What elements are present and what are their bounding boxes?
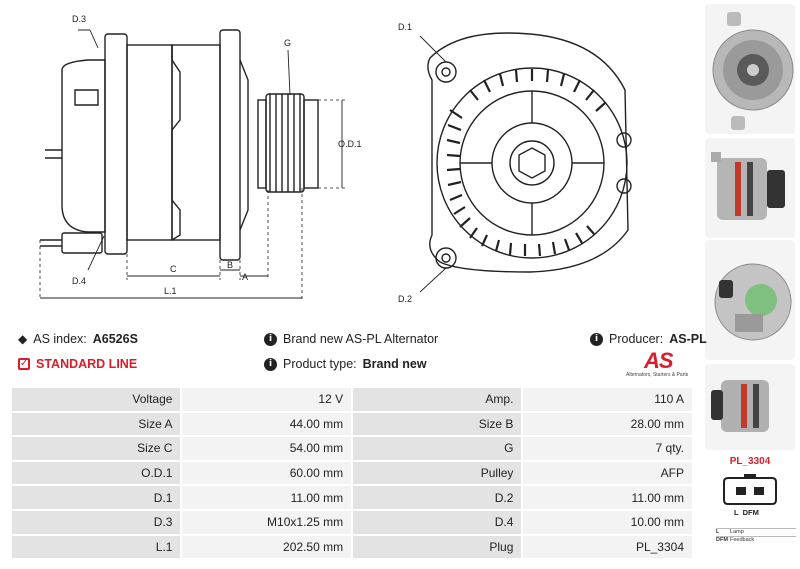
logo-mark: AS [644,348,674,373]
table-row: O.D.1 60.00 mm Pulley AFP [12,461,692,485]
label-d2: D.2 [398,294,412,304]
spec-value: PL_3304 [523,535,692,559]
product-type-label: Product type: [283,357,357,371]
spec-value: 11.00 mm [523,486,692,509]
spec-label: D.3 [12,510,181,534]
spec-value: 28.00 mm [523,412,692,436]
spec-label: G [353,437,522,460]
table-row: Size C 54.00 mm G 7 qty. [12,437,692,460]
spec-label: D.1 [12,486,181,509]
product-type: i Product type: Brand new [264,357,427,371]
label-c: C [170,264,177,274]
as-index: ◆ AS index: A6526S [18,332,138,346]
legend-desc: Feedback [730,537,755,543]
logo-tagline: Alternators, Starters & Parts [626,372,689,378]
spec-label: Pulley [353,461,522,485]
spec-label: O.D.1 [12,461,181,485]
as-index-value: A6526S [92,332,138,346]
product-type-value: Brand new [362,357,427,371]
plug-code: PL_3304 [729,456,771,467]
brand-new-text: Brand new AS-PL Alternator [283,332,439,346]
table-row: D.3 M10x1.25 mm D.4 10.00 mm [12,510,692,534]
thumbnail-rear-view[interactable] [705,240,795,360]
table-row: D.1 11.00 mm D.2 11.00 mm [12,486,692,509]
producer-label: Producer: [609,332,664,346]
spec-value: AFP [523,461,692,485]
brand-new-info: i Brand new AS-PL Alternator [264,332,438,346]
spec-value: 7 qty. [523,437,692,460]
thumbnail-front-view[interactable] [705,4,795,134]
info-icon: i [264,357,277,371]
checkbox-icon: ✓ [18,358,30,370]
spec-value: 110 A [523,388,692,411]
producer: i Producer: AS-PL [590,332,707,346]
info-icon: i [590,332,603,346]
legend-row: L Lamp [716,528,796,536]
label-a: A [242,272,248,282]
producer-value: AS-PL [669,332,707,346]
spec-label: D.2 [353,486,522,509]
label-d1: D.1 [398,22,412,32]
spec-label: Size B [353,412,522,436]
label-d3: D.3 [72,14,86,24]
specification-table: Voltage 12 V Amp. 110 A Size A 44.00 mm … [10,386,694,560]
table-row: Voltage 12 V Amp. 110 A [12,388,692,411]
table-row: Size A 44.00 mm Size B 28.00 mm [12,412,692,436]
spec-label: L.1 [12,535,181,559]
spec-value: 12 V [182,388,352,411]
standard-line: ✓ STANDARD LINE [18,357,137,371]
label-l1: L.1 [164,286,177,296]
spec-value: 10.00 mm [523,510,692,534]
label-g: G [284,38,291,48]
spec-label: Voltage [12,388,181,411]
as-index-label: AS index: [33,332,87,346]
spec-value: M10x1.25 mm [182,510,352,534]
spec-label: Amp. [353,388,522,411]
as-pl-logo: AS Alternators, Starters & Parts [626,348,694,380]
spec-label: Plug [353,535,522,559]
thumbnail-angle-view[interactable] [705,364,795,450]
spec-label: Size C [12,437,181,460]
standard-line-text: STANDARD LINE [36,357,138,371]
plug-legend: L Lamp DFM Feedback [716,528,796,544]
product-info: ◆ AS index: A6526S ✓ STANDARD LINE i Bra… [10,326,707,386]
spec-value: 11.00 mm [182,486,352,509]
spec-label: Size A [12,412,181,436]
spec-value: 202.50 mm [182,535,352,559]
plug-pins: L DFM [734,508,759,517]
thumbnail-side-view[interactable] [705,138,795,238]
legend-row: DFM Feedback [716,536,796,544]
spec-value: 60.00 mm [182,461,352,485]
label-b: B [227,260,233,270]
label-od1: O.D.1 [338,139,362,149]
legend-key: DFM [716,537,728,543]
spec-label: D.4 [353,510,522,534]
technical-drawing: D.3 G D.1 O.D.1 D.4 C B A L.1 D.2 [39,14,632,304]
legend-desc: Lamp [730,529,744,535]
tag-icon: ◆ [18,332,28,346]
label-d4: D.4 [72,276,86,286]
spec-value: 54.00 mm [182,437,352,460]
table-row: L.1 202.50 mm Plug PL_3304 [12,535,692,559]
info-icon: i [264,332,277,346]
spec-value: 44.00 mm [182,412,352,436]
product-thumbnails [700,0,800,569]
plug-diagram [723,474,777,505]
legend-key: L [716,529,720,535]
